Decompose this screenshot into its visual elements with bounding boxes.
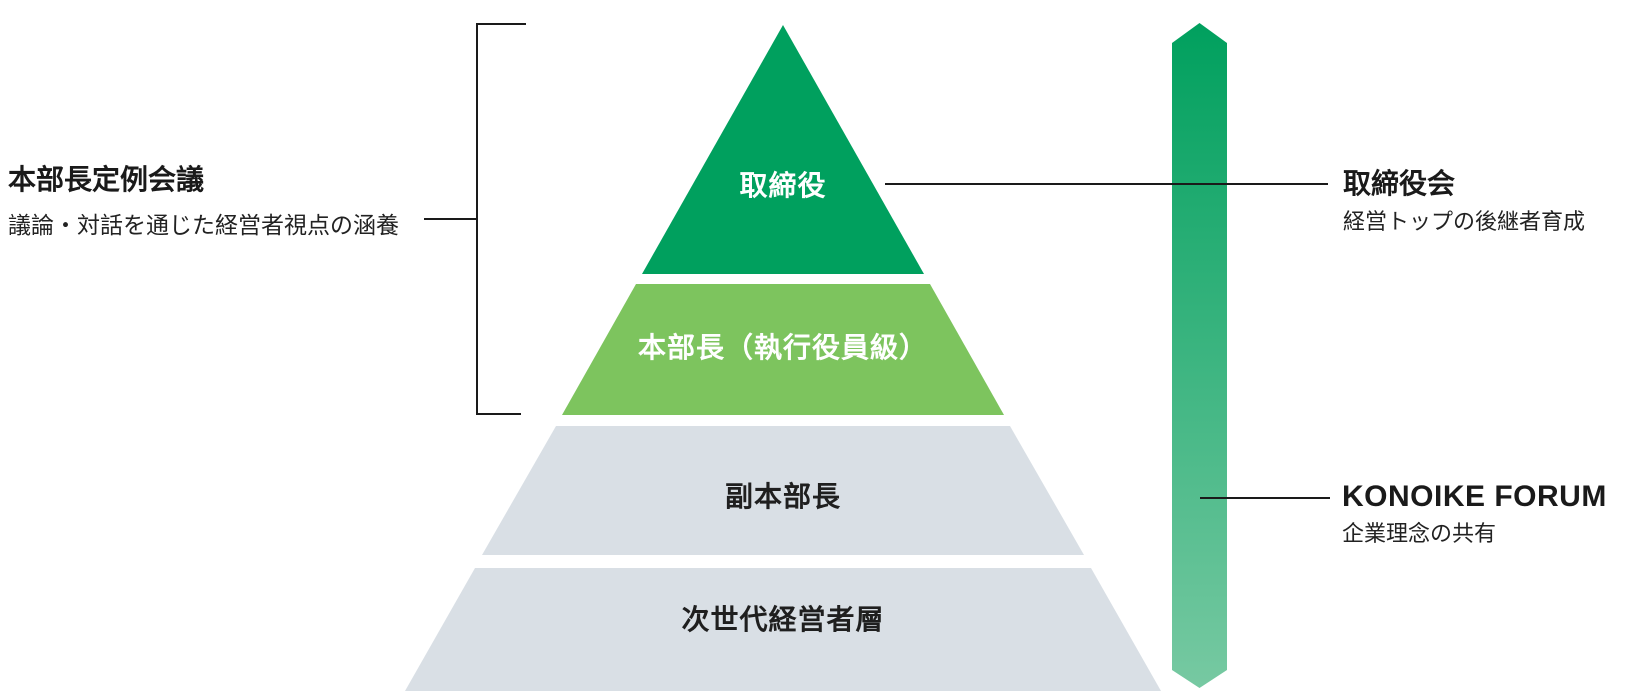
right-connector-line-board [885,183,1328,185]
tier-label: 副本部長 [724,481,841,512]
right-annotation-forum-description: 企業理念の共有 [1342,521,1497,546]
bracket-bottom-arm [476,413,521,415]
tier-label: 本部長（執行役員級） [637,332,928,363]
left-connector-line [424,218,477,220]
right-annotation-board-description: 経営トップの後継者育成 [1343,209,1586,234]
right-annotation-board-title: 取締役会 [1343,168,1456,199]
bracket-top-arm [476,23,526,25]
tier-label: 取締役 [739,170,827,201]
left-annotation-title: 本部長定例会議 [8,164,205,195]
pyramid-tier-directors: 取締役 [642,25,924,274]
tier-label: 次世代経営者層 [681,604,885,635]
right-connector-line-forum [1200,497,1330,499]
right-annotation-forum-title: KONOIKE FORUM [1342,480,1607,513]
pyramid-tier-next-generation-managers: 次世代経営者層 [405,568,1161,691]
pyramid-tier-deputy-division-heads: 副本部長 [482,426,1084,555]
left-annotation-description: 議論・対話を通じた経営者視点の涵養 [8,212,399,238]
gradient-arrow-bar [1172,23,1227,688]
pyramid-tier-division-heads: 本部長（執行役員級） [562,284,1004,415]
bracket-vertical-line [476,23,478,415]
